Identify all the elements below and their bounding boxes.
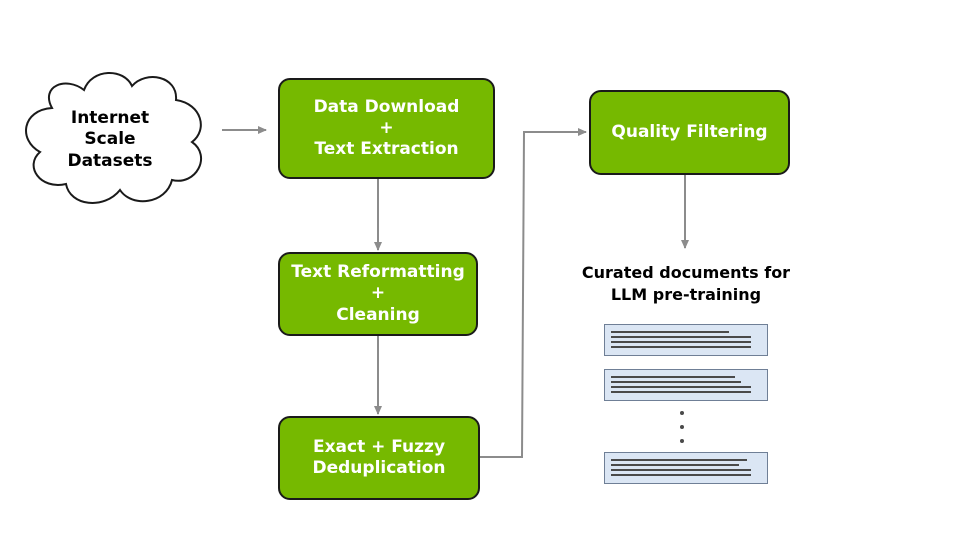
deduplication-box: Exact + Fuzzy Deduplication [278, 416, 480, 500]
ellipsis-dot [680, 425, 684, 429]
output-label: Curated documents for LLM pre-training [581, 263, 791, 305]
data-download-box: Data Download + Text Extraction [278, 78, 495, 179]
document-icon [604, 324, 768, 356]
cloud-shape [25, 72, 203, 204]
ellipsis-dot [680, 411, 684, 415]
ellipsis-dot [680, 439, 684, 443]
arrow-dedup-to-quality [480, 128, 587, 458]
text-reformatting-box: Text Reformatting + Cleaning [278, 252, 478, 336]
document-icon [604, 452, 768, 484]
quality-filtering-box: Quality Filtering [589, 90, 790, 175]
source-label: Internet Scale Datasets [67, 108, 153, 171]
document-icon [604, 369, 768, 401]
